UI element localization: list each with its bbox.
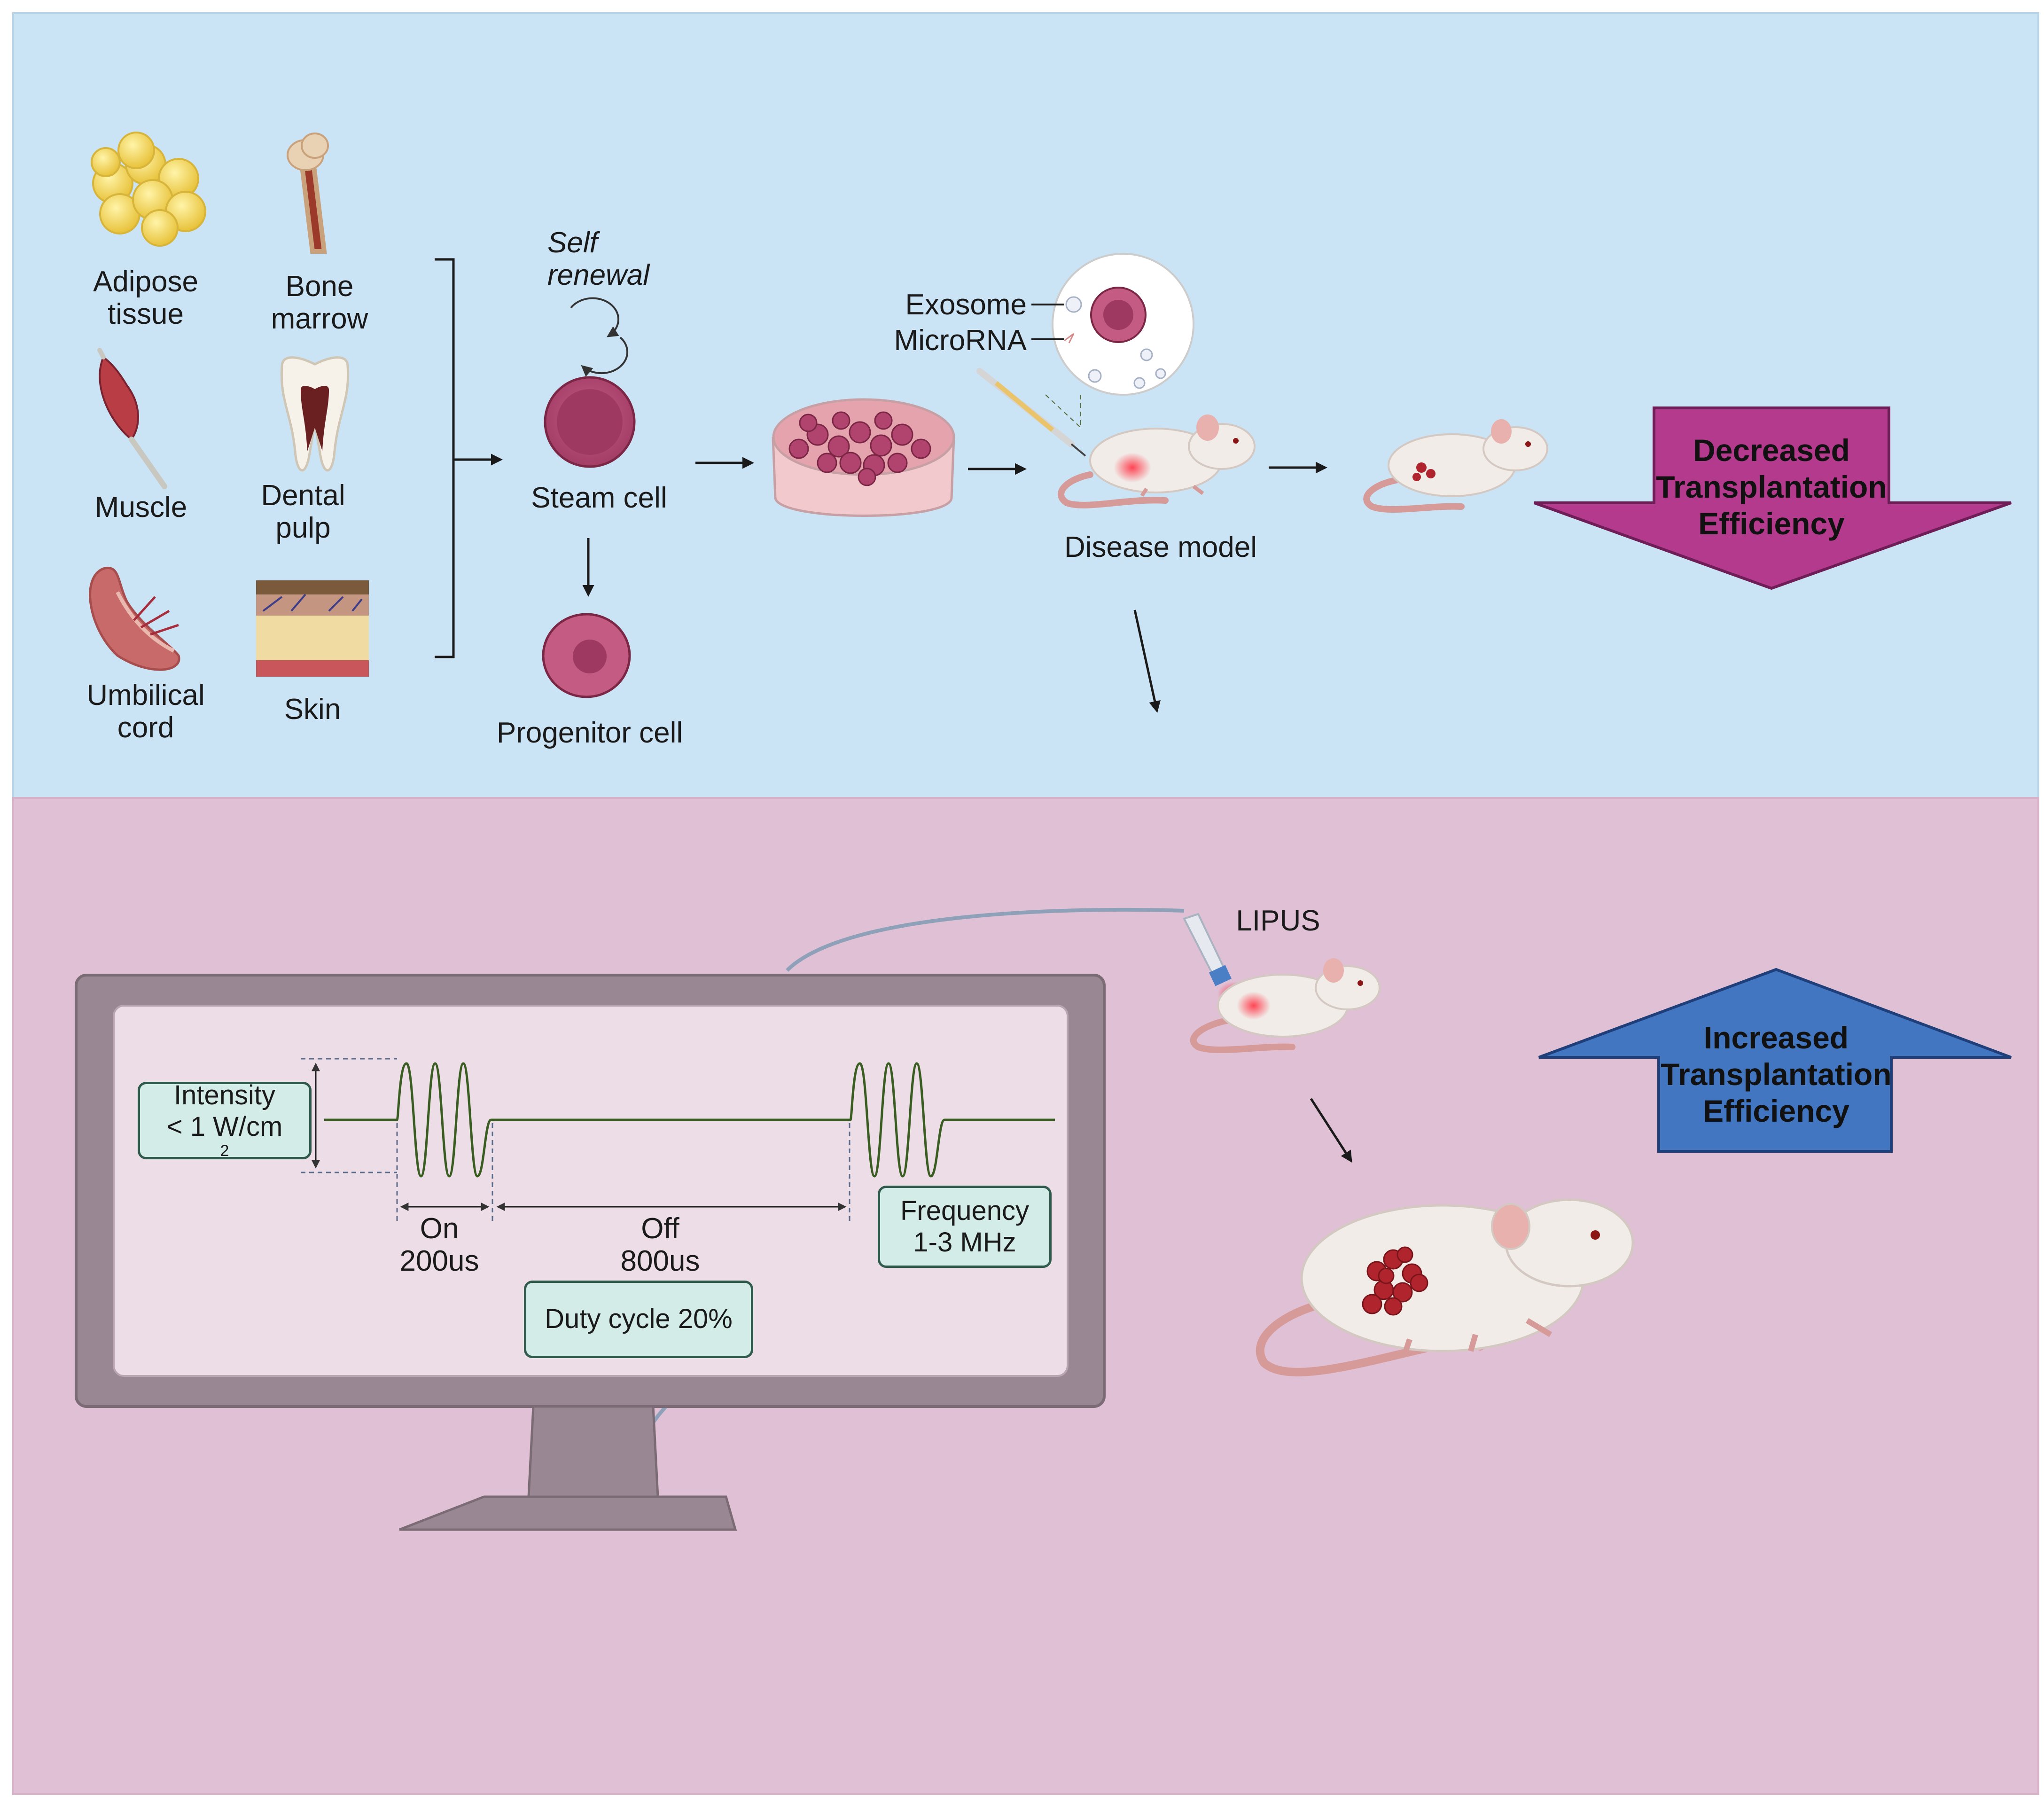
label-microrna: MicroRNA: [894, 324, 1027, 357]
syringe-icon: [976, 368, 1086, 457]
mouse-engrafted-icon: [1256, 1198, 1634, 1376]
mouse-disease-model-icon: [1058, 414, 1256, 508]
skin-icon: [256, 580, 369, 677]
adipose-tissue-icon: [91, 132, 206, 247]
bone-marrow-icon: [287, 133, 329, 254]
stem-cell: [544, 376, 636, 468]
tooth-icon: [280, 356, 350, 472]
lipus-waveform: [324, 1062, 1055, 1178]
label-lipus: LIPUS: [1236, 905, 1320, 937]
label-skin: Skin: [284, 693, 341, 726]
self-renewal-icon: [570, 297, 629, 377]
placenta-icon: [89, 567, 180, 671]
muscle-icon: [97, 348, 167, 489]
increased-arrow: [1538, 968, 2012, 1153]
monitor: [75, 974, 1106, 1531]
arrow-to-treated-mouse: [1310, 1098, 1352, 1163]
intensity-label: Intensity: [174, 1080, 275, 1111]
petri-dish-icon: [772, 398, 955, 517]
exosome-zoom-icon: [1045, 253, 1194, 428]
label-disease-model: Disease model: [1064, 531, 1257, 563]
decreased-arrow: [1533, 406, 2012, 590]
transducer-cable: [786, 907, 1185, 972]
arrow-to-lipus: [1133, 609, 1161, 713]
label-exosome: Exosome: [905, 289, 1027, 321]
mouse-lipus-icon: [1190, 958, 1381, 1053]
mouse-few-cells-icon: [1363, 419, 1548, 513]
label-progenitor-cell: Progenitor cell: [496, 717, 683, 749]
duty-cycle-box: Duty cycle 20%: [524, 1281, 753, 1358]
sources-bracket: [435, 258, 455, 658]
label-steam-cell: Steam cell: [531, 482, 667, 514]
label-muscle: Muscle: [94, 491, 187, 524]
progenitor-cell: [542, 613, 631, 698]
